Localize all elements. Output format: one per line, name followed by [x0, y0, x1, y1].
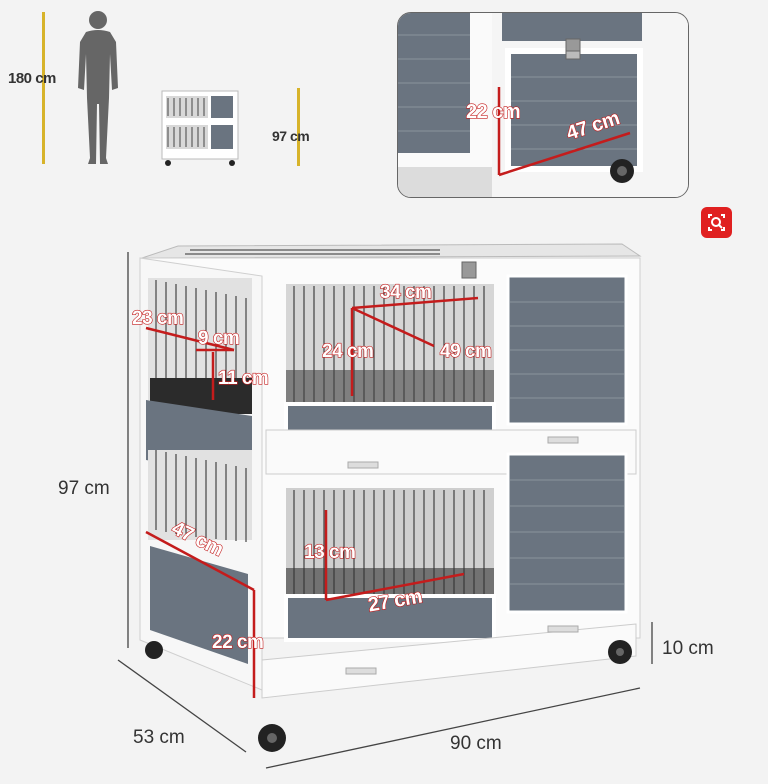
total-height-label: 97 cm [58, 478, 110, 499]
door-detail-inset: 22 cm 47 cm [397, 12, 689, 198]
caster-wheels [145, 640, 632, 752]
visual-search-icon[interactable] [701, 207, 732, 238]
inset-illustration [398, 13, 688, 197]
lower-side-height: 22 cm [211, 631, 264, 653]
wheel-height-label: 10 cm [662, 638, 714, 659]
upper-feeder-depth: 9 cm [197, 327, 240, 349]
hutch-thumbnail [161, 90, 239, 166]
inset-door-height: 22 cm [465, 100, 521, 123]
upper-door-height: 24 cm [321, 340, 374, 362]
depth-label: 53 cm [133, 727, 185, 748]
upper-feeder-height: 11 cm [217, 367, 269, 389]
upper-feeder-width: 23 cm [131, 307, 184, 329]
person-silhouette-icon [78, 11, 118, 164]
lens-glyph [708, 214, 725, 231]
upper-interior-depth: 49 cm [439, 340, 492, 362]
lower-door-height: 13 cm [303, 541, 356, 563]
product-height-label: 97 cm [272, 128, 310, 144]
person-height-line [42, 12, 45, 164]
upper-door-width: 34 cm [379, 281, 432, 303]
width-label: 90 cm [450, 733, 502, 754]
product-height-line [297, 88, 300, 166]
scale-reference: 180 cm 97 cm [0, 0, 340, 190]
person-height-label: 180 cm [8, 70, 56, 87]
